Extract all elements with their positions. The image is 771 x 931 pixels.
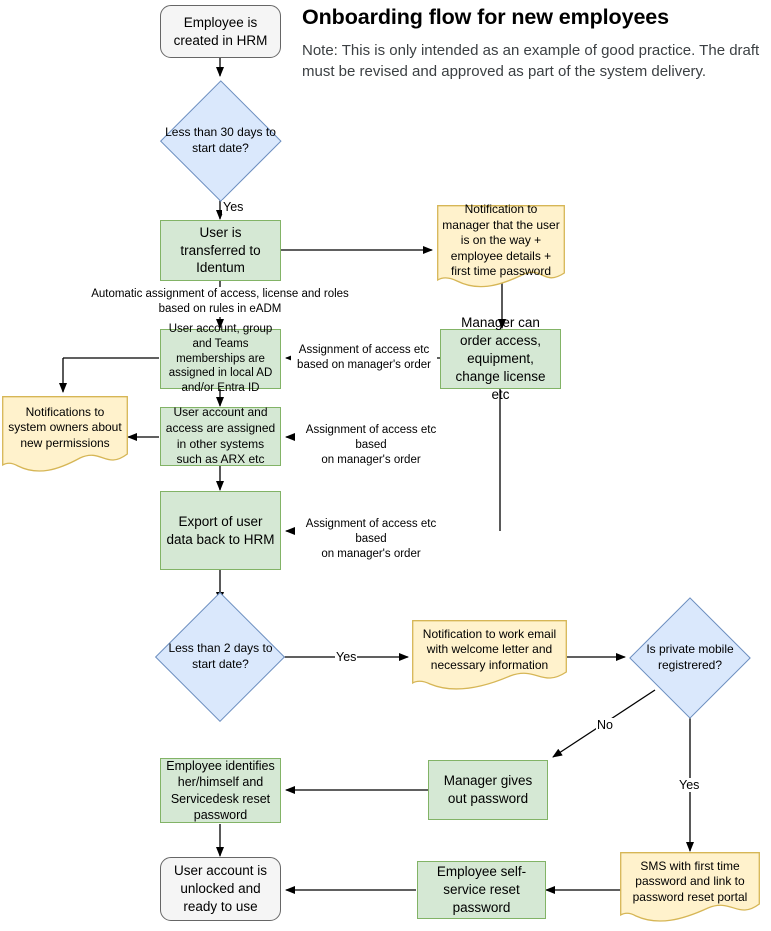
edge-label-yes-30-days: Yes bbox=[222, 200, 245, 214]
document-shape bbox=[412, 620, 567, 690]
node-less-2-days[interactable]: Less than 2 days to start date? bbox=[154, 591, 286, 723]
node-sms-first-time[interactable]: SMS with first time password and link to… bbox=[620, 852, 760, 924]
node-user-account-group[interactable]: User account, group and Teams membership… bbox=[160, 323, 281, 394]
node-less-30-days[interactable]: Less than 30 days to start date? bbox=[159, 79, 282, 202]
node-manager-can-order[interactable]: Manager can order access, equipment, cha… bbox=[440, 315, 561, 402]
edge-label-no-mobile: No bbox=[596, 718, 614, 732]
document-shape bbox=[2, 396, 128, 472]
node-notification-work-email-label: Notification to work email with welcome … bbox=[422, 626, 557, 672]
node-user-transferred[interactable]: User is transferred to Identum bbox=[160, 220, 281, 281]
document-shape bbox=[437, 205, 565, 288]
node-notifications-system-owners[interactable]: Notifications to system owners about new… bbox=[2, 396, 128, 474]
node-employee-self-service[interactable]: Employee self-service reset password bbox=[417, 861, 546, 919]
node-manager-can-order-label: Manager can order access, equipment, cha… bbox=[455, 315, 546, 402]
node-is-private-mobile[interactable]: Is private mobile registrered? bbox=[629, 597, 751, 719]
node-user-unlocked-label: User account is unlocked and ready to us… bbox=[173, 863, 268, 914]
node-manager-gives-password[interactable]: Manager gives out password bbox=[428, 760, 548, 820]
node-manager-gives-password-label: Manager gives out password bbox=[443, 773, 533, 806]
node-user-account-other[interactable]: User account and access are assigned in … bbox=[160, 405, 281, 467]
node-notification-manager[interactable]: Notification to manager that the user is… bbox=[437, 202, 565, 289]
edge-label-assignment-1: Assignment of access etc based on manage… bbox=[291, 343, 437, 373]
node-notification-manager-label: Notification to manager that the user is… bbox=[442, 202, 560, 279]
node-sms-first-time-label: SMS with first time password and link to… bbox=[632, 858, 748, 904]
node-notification-work-email[interactable]: Notification to work email with welcome … bbox=[412, 620, 567, 692]
edge-label-assignment-3: Assignment of access etc based on manage… bbox=[295, 517, 447, 562]
node-user-account-other-label: User account and access are assigned in … bbox=[165, 405, 276, 467]
node-less-2-days-label: Less than 2 days to start date? bbox=[168, 641, 273, 671]
node-user-transferred-label: User is transferred to Identum bbox=[180, 224, 261, 276]
node-less-30-days-label: Less than 30 days to start date? bbox=[165, 124, 276, 155]
node-user-unlocked[interactable]: User account is unlocked and ready to us… bbox=[160, 857, 281, 921]
page-note: Note: This is only intended as an exampl… bbox=[302, 42, 760, 81]
edge-label-auto-assignment: Automatic assignment of access, license … bbox=[88, 287, 352, 317]
document-shape bbox=[620, 852, 760, 922]
node-notifications-system-owners-label: Notifications to system owners about new… bbox=[8, 404, 122, 450]
node-employee-self-service-label: Employee self-service reset password bbox=[436, 864, 527, 915]
node-export-user-data-label: Export of user data back to HRM bbox=[166, 513, 275, 547]
node-export-user-data[interactable]: Export of user data back to HRM bbox=[160, 491, 281, 570]
node-employee-identifies[interactable]: Employee identifies her/himself and Serv… bbox=[160, 758, 281, 823]
node-user-account-group-label: User account, group and Teams membership… bbox=[168, 322, 273, 395]
edge-label-yes-2-days: Yes bbox=[335, 650, 358, 664]
node-is-private-mobile-label: Is private mobile registrered? bbox=[646, 642, 734, 672]
edge-label-assignment-2: Assignment of access etc based on manage… bbox=[295, 423, 447, 468]
node-employee-created[interactable]: Employee is created in HRM bbox=[160, 5, 281, 58]
node-employee-identifies-label: Employee identifies her/himself and Serv… bbox=[166, 759, 275, 822]
page-title: Onboarding flow for new employees bbox=[302, 5, 670, 29]
node-employee-created-label: Employee is created in HRM bbox=[173, 14, 268, 48]
edge-label-yes-mobile: Yes bbox=[678, 778, 701, 792]
